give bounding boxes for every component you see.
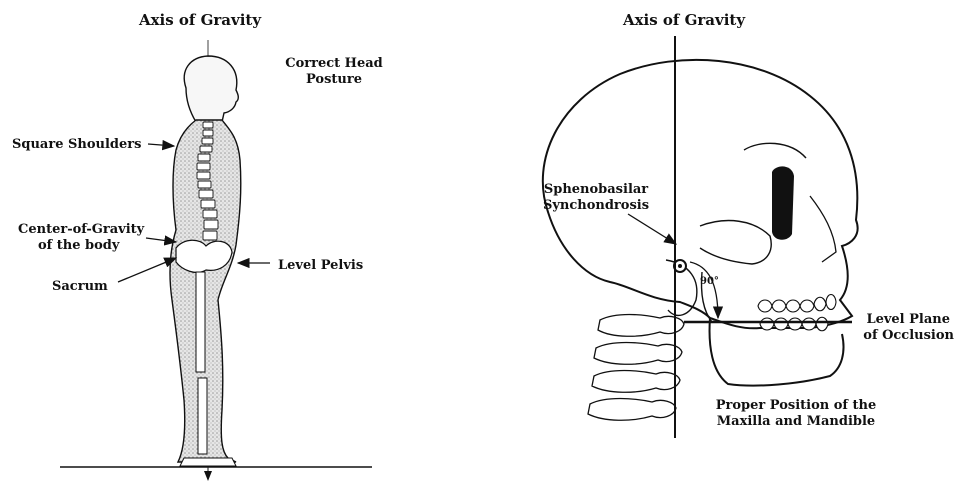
femur-bone: [196, 272, 205, 372]
arrow-shoulders: [148, 144, 174, 146]
tibia-bone: [198, 378, 207, 454]
label-maxilla-mandible: Maxilla and Mandible: [717, 414, 875, 429]
skull-diagram-title: Axis of Gravity: [622, 11, 746, 29]
cervical-vertebrae: [588, 315, 684, 421]
label-square-shoulders: Square Shoulders: [12, 137, 141, 152]
label-sphenobasilar: Sphenobasilar: [544, 182, 648, 197]
arrow-sacrum: [118, 258, 176, 282]
label-of-the-body: of the body: [38, 238, 120, 253]
label-correct-head: Correct Head: [285, 56, 383, 71]
label-ninety-degree: 90°: [700, 276, 719, 287]
label-level-pelvis: Level Pelvis: [278, 258, 363, 273]
label-level-plane: Level Plane: [866, 312, 950, 327]
label-center-of-gravity: Center-of-Gravity: [18, 222, 145, 237]
arrow-center-of-gravity: [146, 238, 176, 242]
body-diagram-title: Axis of Gravity: [138, 11, 262, 29]
label-synchondrosis: Synchondrosis: [543, 198, 649, 213]
skull-diagram: Axis of Gravity: [543, 11, 955, 438]
body-silhouette: [170, 56, 241, 466]
label-posture: Posture: [306, 72, 362, 87]
sphenobasilar-dot: [678, 264, 682, 268]
label-proper-position: Proper Position of the: [716, 398, 877, 413]
head-outline: [184, 56, 238, 122]
orbit-shape: [772, 166, 794, 239]
body-posture-diagram: Axis of Gravity: [12, 11, 383, 480]
foot-outline: [180, 458, 236, 466]
label-of-occlusion: of Occlusion: [863, 328, 954, 343]
label-sacrum: Sacrum: [52, 279, 108, 294]
lower-teeth: [760, 317, 828, 331]
